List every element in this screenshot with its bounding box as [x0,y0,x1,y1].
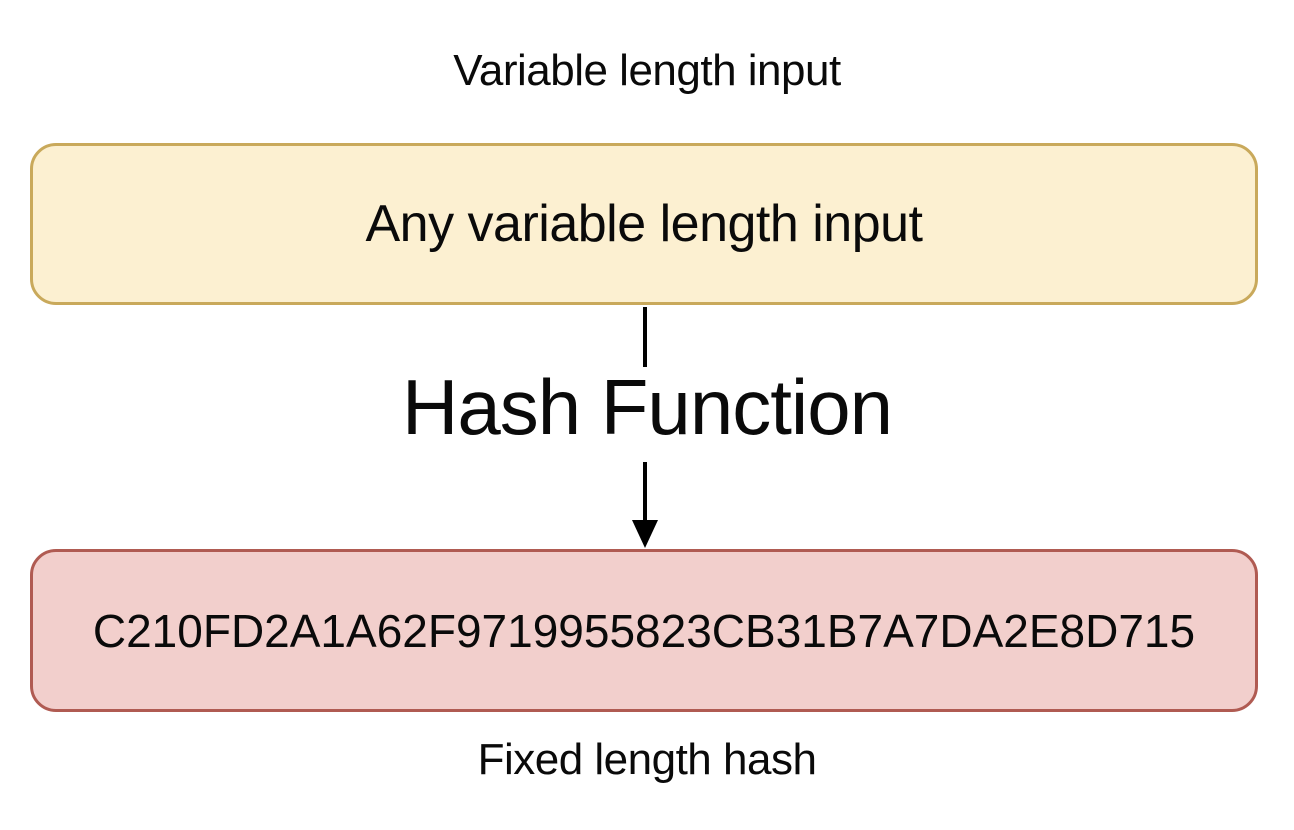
hash-function-title: Hash Function [402,363,893,451]
arrow-shaft [643,462,647,522]
output-box: C210FD2A1A62F9719955823CB31B7A7DA2E8D715 [30,549,1258,712]
input-box: Any variable length input [30,143,1258,305]
fixed-length-hash-label: Fixed length hash [477,735,817,784]
hash-value-text: C210FD2A1A62F9719955823CB31B7A7DA2E8D715 [92,604,1196,657]
connector-line-top [643,307,647,367]
arrow-down-icon [632,520,658,548]
variable-length-input-label: Variable length input [453,46,841,95]
input-box-text: Any variable length input [365,195,924,253]
